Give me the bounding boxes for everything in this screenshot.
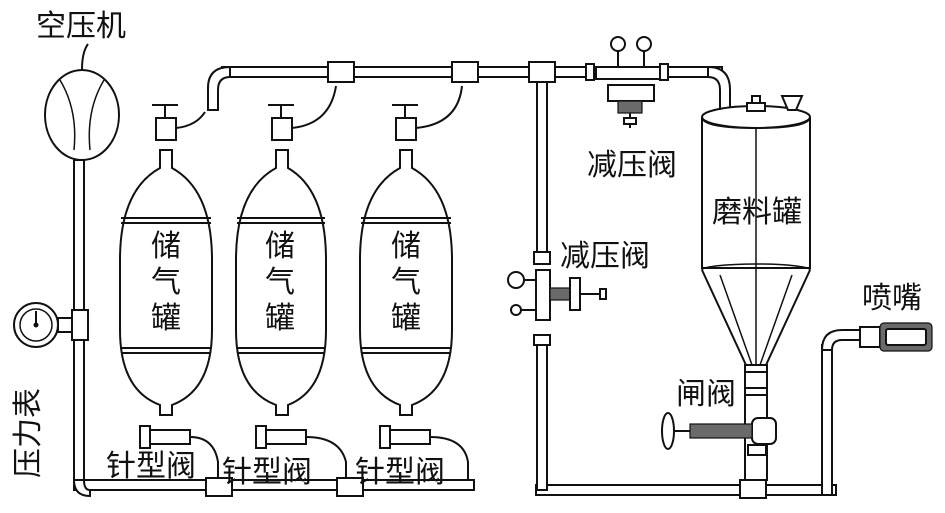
gas-tank-2-label-2: 气 <box>265 265 295 300</box>
nozzle-riser-pipe <box>821 344 833 496</box>
needle-valve-3-label: 针型阀 <box>355 455 445 490</box>
bottom-tee-3 <box>739 479 767 499</box>
union-1 <box>585 63 595 81</box>
gas-tank-3-label-1: 储 <box>391 229 421 264</box>
pressure-gauge <box>13 302 89 348</box>
bottom-right-pipe <box>535 484 837 496</box>
gas-tank-3-label-3: 罐 <box>391 301 421 336</box>
gas-tank-2-label-3: 罐 <box>265 301 295 336</box>
top-tees <box>327 61 669 83</box>
gate-valve <box>661 394 777 481</box>
gas-tank-1-label-2: 气 <box>151 265 181 300</box>
nozzle-label: 喷嘴 <box>862 281 922 316</box>
gate-valve-label: 闸阀 <box>676 377 736 412</box>
top-left-elbow <box>207 65 231 111</box>
tee-1 <box>327 61 355 83</box>
pressure-gauge-label: 压力表 <box>11 388 46 478</box>
gas-tank-1-label-3: 罐 <box>151 301 181 336</box>
compressor-label: 空压机 <box>36 9 126 44</box>
bottom-tees <box>205 477 767 499</box>
mid-down-pipe <box>536 81 548 253</box>
mid-bottom-pipe <box>536 344 548 491</box>
bottom-left-elbow <box>72 479 91 498</box>
nozzle-elbow <box>820 329 863 351</box>
gas-tank-1-label-1: 储 <box>151 229 181 264</box>
needle-valve-1-label: 针型阀 <box>106 449 196 484</box>
grinding-tank <box>701 95 811 396</box>
tee-2 <box>451 61 479 83</box>
reducing-valve-mid <box>507 251 607 346</box>
nozzle <box>859 322 933 352</box>
needle-valve-2-label: 针型阀 <box>222 455 312 490</box>
grinding-tank-label: 磨料罐 <box>712 195 802 230</box>
union-2 <box>659 63 669 81</box>
bottom-tee-2 <box>336 477 364 497</box>
gas-tank-1 <box>119 104 219 478</box>
gas-tank-2 <box>235 85 347 478</box>
gas-tank-2-label-1: 储 <box>265 229 295 264</box>
reducing-valve-mid-label: 减压阀 <box>560 239 650 274</box>
reducing-valve-top-label: 减压阀 <box>587 148 677 183</box>
gas-tank-3-label-2: 气 <box>391 265 421 300</box>
gas-tank-3 <box>359 85 469 480</box>
tee-3 <box>528 61 556 83</box>
reducing-valve-top <box>595 36 661 128</box>
air-compressor <box>44 43 120 161</box>
